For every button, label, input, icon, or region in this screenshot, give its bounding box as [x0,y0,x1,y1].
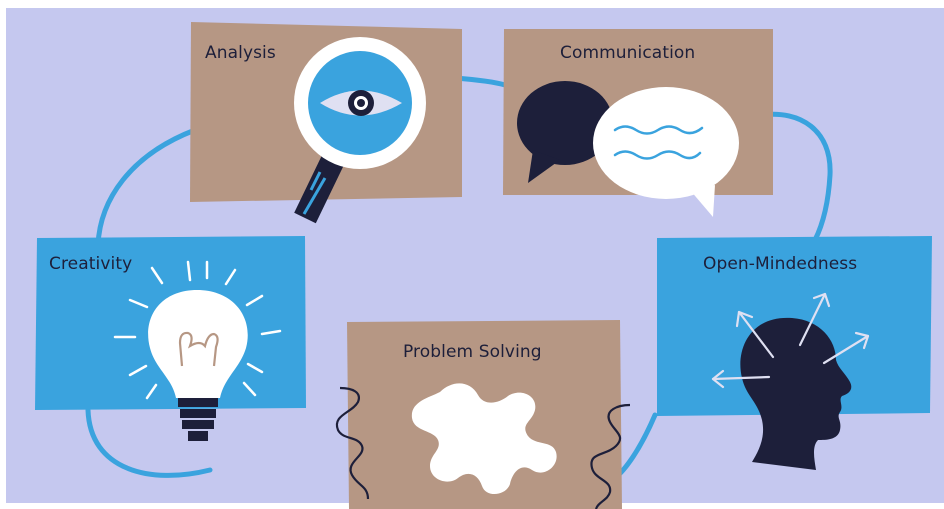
magnifying-glass-eye-icon [294,37,426,224]
communication-label: Communication [560,43,696,63]
puzzle-edge-right [590,403,631,509]
analysis-label: Analysis [205,43,276,63]
creativity-label: Creativity [49,254,133,274]
puzzle-edge-left [335,386,370,500]
problem-solving-label: Problem Solving [403,342,542,362]
head-with-arrows-icon [711,292,870,470]
connecting-loop-line [85,75,833,481]
speech-bubbles-icon [517,81,739,217]
lightbulb-icon [113,260,282,441]
puzzle-piece-icon [411,383,557,495]
open-mindedness-label: Open-Mindedness [703,254,858,274]
